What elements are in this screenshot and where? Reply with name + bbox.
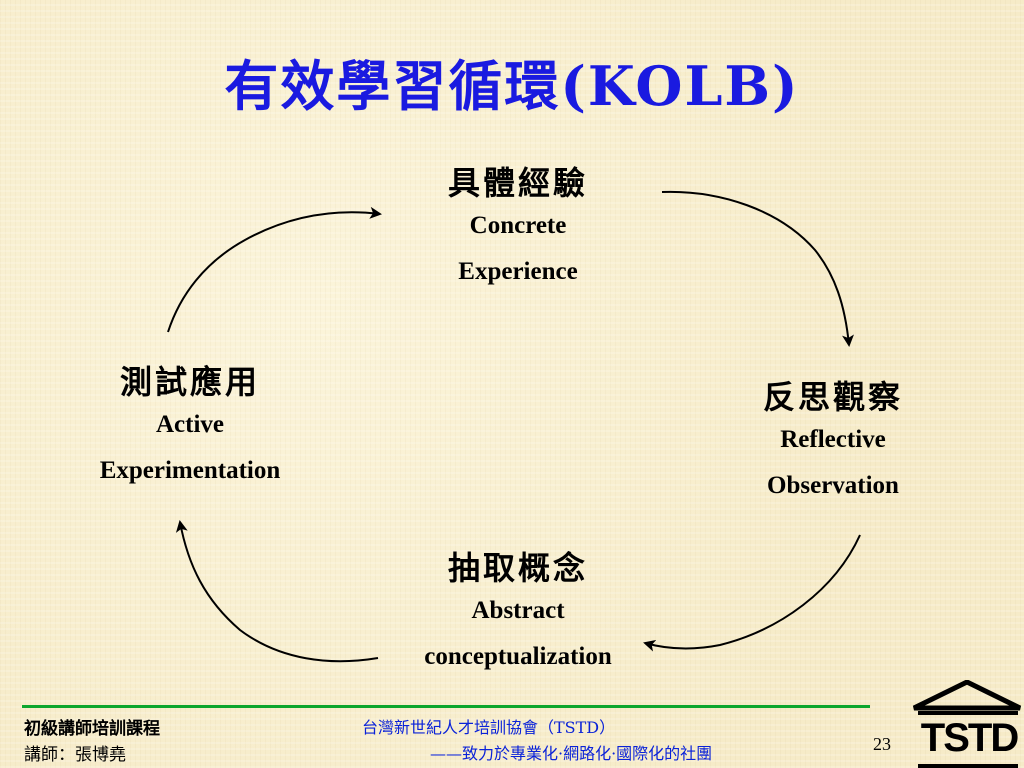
slide-title: 有效學習循環(KOLB) (224, 54, 800, 118)
node-en-label-1: Active (155, 411, 225, 438)
arrow-bottom-to-left (175, 520, 379, 663)
node-abstract-conceptualization: 抽取概念 Abstract conceptualization (368, 548, 668, 680)
page-number: 23 (873, 734, 891, 754)
lecturer-name: 講師：張博堯 (24, 745, 126, 765)
organization-name: 台灣新世紀人才培訓協會（TSTD） (362, 718, 616, 737)
organization-slogan: ——致力於專業化·網路化·國際化的社團 (430, 744, 713, 763)
arrow-top-to-right (661, 190, 854, 347)
node-zh-label: 測試應用 (119, 363, 260, 401)
arrow-left-to-top (167, 206, 382, 333)
node-active-experimentation: 測試應用 Active Experimentation (50, 362, 330, 494)
node-concrete-experience: 具體經驗 Concrete Experience (368, 163, 668, 295)
node-en-label-1: Abstract (471, 597, 565, 624)
node-zh-label: 反思觀察 (762, 378, 903, 416)
node-zh-label: 抽取概念 (447, 549, 588, 587)
arrow-right-to-bottom (643, 534, 861, 652)
node-en-label-1: Concrete (469, 212, 567, 239)
node-en-label-1: Reflective (780, 426, 886, 453)
node-en-label-2: Observation (767, 472, 899, 499)
logo-text: TSTD (920, 716, 1019, 760)
node-en-label-2: Experience (458, 258, 578, 285)
node-en-label-2: conceptualization (424, 643, 612, 670)
node-zh-label: 具體經驗 (447, 164, 588, 202)
footer-divider (22, 705, 870, 708)
course-name: 初級講師培訓課程 (24, 719, 160, 739)
tstd-logo-icon (912, 680, 1022, 768)
node-en-label-2: Experimentation (99, 457, 281, 484)
node-reflective-observation: 反思觀察 Reflective Observation (718, 377, 948, 509)
